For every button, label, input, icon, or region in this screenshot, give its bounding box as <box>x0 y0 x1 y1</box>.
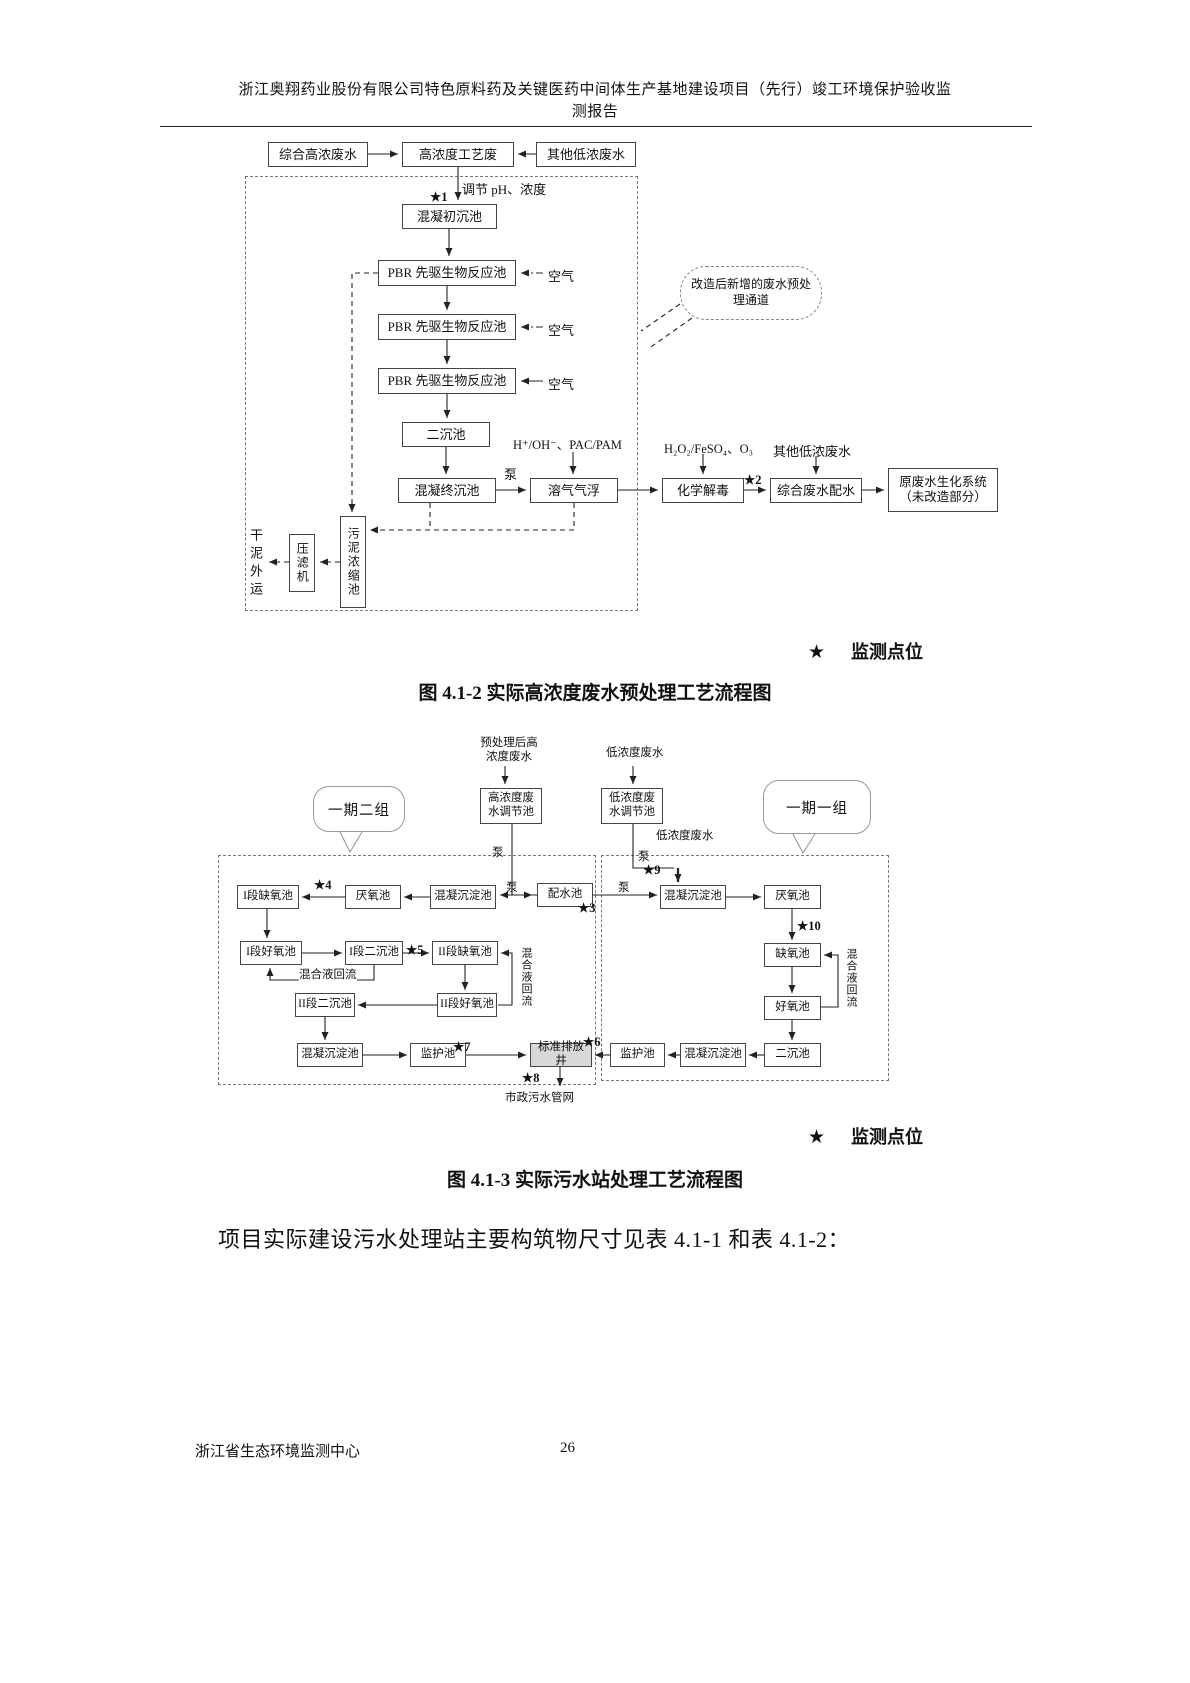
fig2-label-l-recycle-horizontal: 混合液回流 <box>299 966 357 982</box>
fig2-monitor-point-4: ★4 <box>314 878 332 892</box>
fig2-node-r-coag2: 混凝沉淀池 <box>680 1043 746 1067</box>
fig1-label-adjust-ph: 调节 pH、浓度 <box>462 182 547 197</box>
fig2-monitor-point-5: ★5 <box>406 943 424 957</box>
fig1-node-daf: 溶气气浮 <box>530 478 618 503</box>
fig2-node-l-anaerobic: 厌氧池 <box>345 885 401 909</box>
fig2-legend-label: 监测点位 <box>851 1127 924 1147</box>
fig2-node-l-monitor: 监护池 <box>410 1043 466 1067</box>
fig2-node-r-coag1: 混凝沉淀池 <box>660 885 726 909</box>
fig2-label-r-recycle-vertical: 混合液回流 <box>845 948 857 1008</box>
fig2-caption: 图 4.1-3 实际污水站处理工艺流程图 <box>446 1170 744 1191</box>
fig2-node-r-sed: 二沉池 <box>764 1043 821 1067</box>
fig2-node-l-sed1: I段二沉池 <box>345 941 403 965</box>
fig1-label-air3: 空气 <box>548 377 575 392</box>
fig2-label-sewer: 市政污水管网 <box>505 1092 574 1104</box>
star-icon: ★ <box>808 642 826 663</box>
fig1-label-oxidants: H₂O₂/FeSO₄、O₃ <box>664 442 753 456</box>
star-icon: ★ <box>808 1127 826 1148</box>
fig2-monitor-point-8: ★8 <box>522 1071 540 1085</box>
fig2-node-low-tank: 低浓度废水调节池 <box>601 788 663 824</box>
fig1-node-pbr2: PBR 先驱生物反应池 <box>378 314 516 340</box>
fig2-callout-phase1-group1: 一期一组 <box>763 780 871 834</box>
body-paragraph: 项目实际建设污水处理站主要构筑物尺寸见表 4.1-1 和表 4.1-2： <box>218 1227 851 1252</box>
fig2-node-l-coag1: 混凝沉淀池 <box>430 885 496 909</box>
fig1-label-chemicals: H⁺/OH⁻、PAC/PAM <box>513 438 622 452</box>
fig1-label-pump: 泵 <box>504 467 518 482</box>
fig2-monitor-point-6: ★6 <box>583 1035 601 1049</box>
fig2-monitor-point-10: ★10 <box>797 919 821 933</box>
fig1-caption: 图 4.1-2 实际高浓度废水预处理工艺流程图 <box>418 683 772 704</box>
header-line2: 测报告 <box>571 104 619 120</box>
fig2-node-r-anaerobic: 厌氧池 <box>764 885 821 909</box>
fig1-cloud-note: 改造后新增的废水预处理通道 <box>680 266 822 320</box>
fig1-node-bio-system: 原废水生化系统 （未改造部分） <box>888 468 998 512</box>
fig2-monitor-point-9: ★9 <box>643 863 661 877</box>
fig2-pump1: 泵 <box>492 847 504 859</box>
fig1-legend-label: 监测点位 <box>851 642 924 662</box>
fig2-legend: ★ 监测点位 <box>808 1123 923 1149</box>
fig2-dashed-group-right <box>601 855 889 1081</box>
fig1-diagram: 综合高浓废水 高浓度工艺废 其他低浓废水 调节 pH、浓度 ★1 混凝初沉池 P… <box>0 138 1190 728</box>
fig2-pump3: 泵 <box>506 882 518 894</box>
fig1-node-initial-sed: 混凝初沉池 <box>402 204 497 229</box>
fig1-node-sludge-thickener: 污泥浓缩池 <box>340 516 366 608</box>
fig2-node-r-monitor: 监护池 <box>610 1043 665 1067</box>
fig2-monitor-point-7: ★7 <box>453 1040 471 1054</box>
fig2-node-r-aerobic: 好氧池 <box>764 996 821 1020</box>
fig1-node-filter-press: 压滤机 <box>289 534 315 592</box>
fig1-label-dry-sludge-out: 干泥外运 <box>248 528 263 600</box>
fig2-dashed-group-left <box>218 855 596 1085</box>
fig2-callout-phase1-group2: 一期二组 <box>313 786 405 832</box>
fig2-node-l-sed2: II段二沉池 <box>295 993 355 1017</box>
fig1-node-final-sed: 混凝终沉池 <box>398 478 496 503</box>
fig2-node-high-tank: 高浓度废水调节池 <box>480 788 542 824</box>
fig2-node-dist-pool: 配水池 <box>537 883 593 907</box>
header-line1: 浙江奥翔药业股份有限公司特色原料药及关键医药中间体生产基地建设项目（先行）竣工环… <box>238 82 952 98</box>
fig2-arrows <box>263 766 839 1086</box>
fig2-node-l-aerobic2: II段好氧池 <box>437 993 497 1017</box>
fig2-pump4: 泵 <box>618 882 630 894</box>
fig1-node-secondary-sed: 二沉池 <box>402 422 490 447</box>
fig1-label-air1: 空气 <box>548 269 575 284</box>
fig2-label-pretreated-high: 预处理后高浓度废水 <box>480 737 538 764</box>
fig1-dashed-boundary <box>245 176 638 611</box>
fig2-node-l-anoxic1: I段缺氧池 <box>237 885 299 909</box>
footer-page-number: 26 <box>560 1440 575 1456</box>
fig2-label-l-recycle-vertical: 混合液回流 <box>520 947 532 1007</box>
fig1-bio-line2: （未改造部分） <box>899 490 987 504</box>
fig2-node-l-anoxic2: II段缺氧池 <box>432 941 498 965</box>
fig1-label-other-low: 其他低浓废水 <box>773 444 852 459</box>
fig2-label-low-conc-mid: 低浓度废水 <box>656 830 714 842</box>
footer-org: 浙江省生态环境监测中心 <box>195 1444 361 1460</box>
fig1-node-pbr1: PBR 先驱生物反应池 <box>378 260 516 286</box>
fig1-node-dist: 综合废水配水 <box>770 478 862 503</box>
fig2-diagram: 预处理后高浓度废水 低浓度废水 高浓度废水调节池 低浓度废水调节池 一期二组 一… <box>0 728 1190 1198</box>
header-rule <box>160 126 1032 127</box>
fig1-node-other-low-conc-top: 其他低浓废水 <box>536 142 636 167</box>
fig1-label-air2: 空气 <box>548 323 575 338</box>
fig1-arrows <box>269 150 884 566</box>
fig2-node-l-coag2: 混凝沉淀池 <box>297 1043 363 1067</box>
fig1-node-detox: 化学解毒 <box>662 478 744 503</box>
fig2-pump2: 泵 <box>638 851 650 863</box>
fig1-bio-line1: 原废水生化系统 <box>899 475 987 489</box>
fig1-node-pbr3: PBR 先驱生物反应池 <box>378 368 516 394</box>
fig1-node-combined-high-conc: 综合高浓废水 <box>268 142 368 167</box>
fig2-node-outfall: 标准排放井 <box>530 1041 592 1067</box>
fig1-monitor-point-2: ★2 <box>744 473 762 487</box>
fig2-monitor-point-3: ★3 <box>578 901 596 915</box>
fig1-legend: ★ 监测点位 <box>808 638 923 664</box>
fig1-monitor-point-1: ★1 <box>430 190 448 204</box>
fig1-node-high-conc-process: 高浓度工艺废 <box>402 142 514 167</box>
fig2-label-low-conc-top: 低浓度废水 <box>606 747 664 759</box>
fig2-node-l-aerobic1: I段好氧池 <box>240 941 302 965</box>
fig2-node-r-anoxic: 缺氧池 <box>764 943 821 967</box>
